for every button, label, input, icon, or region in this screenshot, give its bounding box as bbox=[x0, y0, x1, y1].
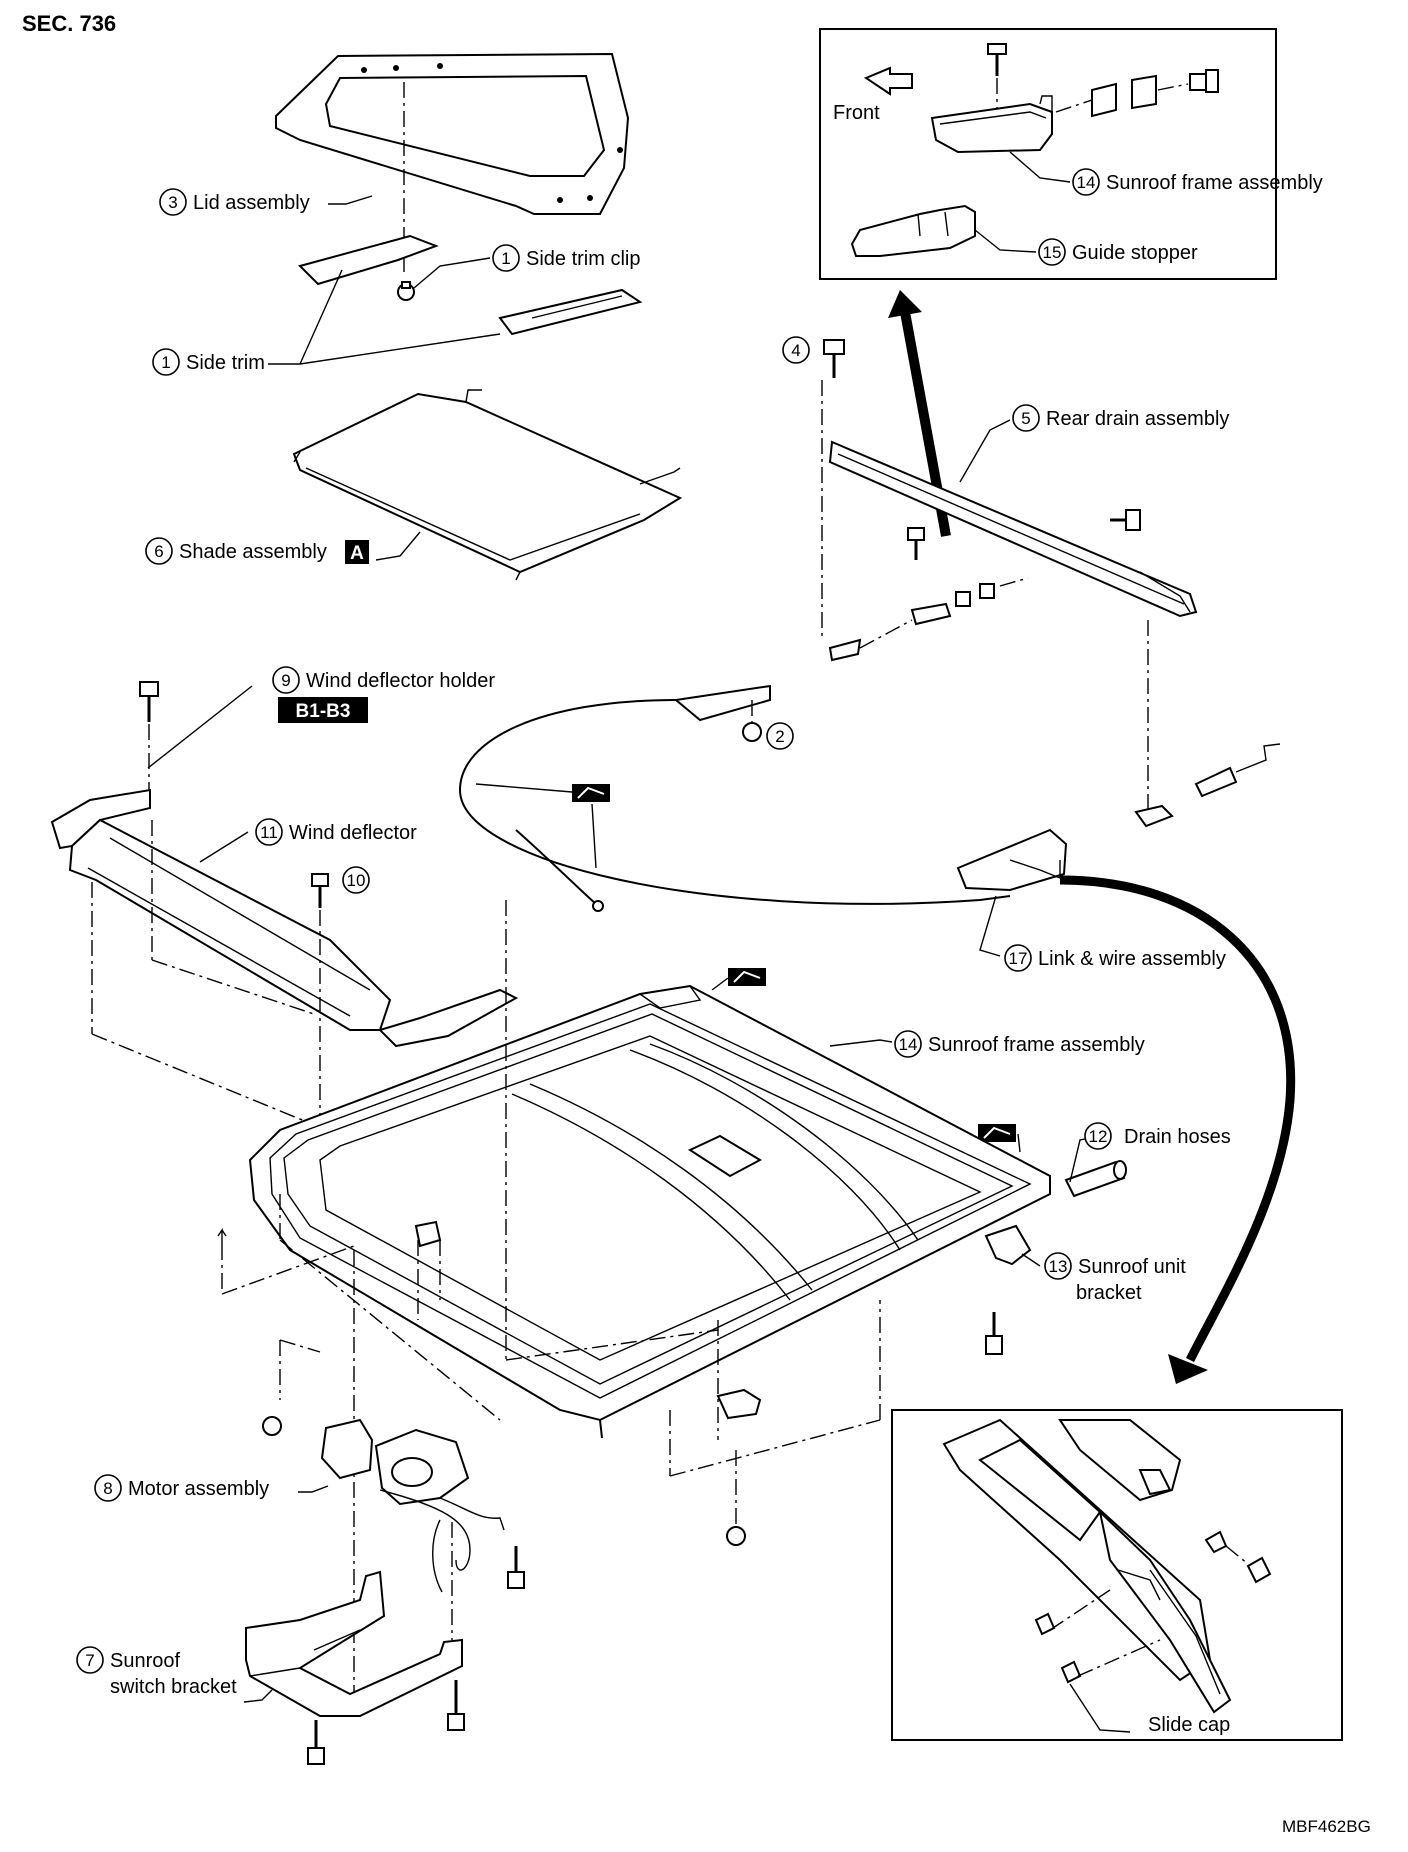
callout-12-number: 12 bbox=[1089, 1127, 1108, 1146]
callout-6-label: Shade assembly bbox=[179, 541, 327, 563]
direction-arrow-icon bbox=[863, 66, 913, 96]
bolt-icon bbox=[507, 1546, 525, 1589]
callout-13-label: Sunroof unit bbox=[1078, 1256, 1186, 1278]
inset-slide-cap: Slide cap bbox=[891, 1409, 1343, 1741]
callout-17-label: Link & wire assembly bbox=[1038, 948, 1226, 970]
side-trim-clip bbox=[397, 281, 415, 301]
callout-8-number: 8 bbox=[103, 1479, 112, 1498]
tag-a-text: A bbox=[350, 543, 364, 564]
grease-icon bbox=[728, 968, 766, 986]
callout-3-label: Lid assembly bbox=[193, 192, 310, 214]
side-trim-right bbox=[498, 288, 643, 336]
nut-icon bbox=[726, 1526, 746, 1546]
bolt-icon bbox=[311, 873, 329, 908]
callout-8-label: Motor assembly bbox=[128, 1478, 269, 1500]
drain-hose bbox=[1064, 1160, 1127, 1198]
callout-1-clip-label: Side trim clip bbox=[526, 248, 640, 270]
nut-icon bbox=[742, 722, 762, 742]
bolt-icon bbox=[307, 1720, 325, 1765]
figure-code: MBF462BG bbox=[1282, 1817, 1371, 1836]
sunroof-switch-bracket bbox=[245, 1570, 463, 1717]
rear-guide-part bbox=[850, 204, 976, 257]
bolt-icon bbox=[907, 527, 925, 560]
bolt-icon bbox=[1189, 69, 1219, 93]
callout-13-label-line2: bracket bbox=[1076, 1282, 1142, 1304]
front-label: Front bbox=[833, 102, 880, 124]
callout-16-number: 15 bbox=[1043, 243, 1062, 262]
nut-icon bbox=[262, 1416, 282, 1436]
callout-16-label: Guide stopper bbox=[1072, 242, 1198, 264]
callout-1-trim-label: Side trim bbox=[186, 352, 265, 374]
callout-6-number: 6 bbox=[154, 542, 163, 561]
grease-icon bbox=[572, 784, 610, 802]
callout-15-number: 14 bbox=[1077, 173, 1096, 192]
callout-4-number: 4 bbox=[791, 341, 800, 360]
link-bracket-left bbox=[673, 684, 771, 722]
bolt-icon bbox=[139, 681, 159, 722]
sunroof-frame-assembly bbox=[248, 984, 1051, 1439]
callout-2-number: 2 bbox=[775, 727, 784, 746]
callout-1-trim-number: 1 bbox=[161, 353, 170, 372]
bolt-icon bbox=[1110, 509, 1141, 531]
rear-drain-assembly bbox=[828, 440, 1198, 618]
callout-14-number: 14 bbox=[899, 1035, 918, 1054]
callout-10-number: 10 bbox=[347, 871, 366, 890]
callout-5-label: Rear drain assembly bbox=[1046, 408, 1229, 430]
callout-9-number: 9 bbox=[281, 671, 290, 690]
callout-3-number: 3 bbox=[168, 193, 177, 212]
callout-7-number: 7 bbox=[85, 1651, 94, 1670]
callout-11-number: 11 bbox=[260, 823, 278, 842]
detail-arrow-top bbox=[888, 290, 922, 318]
callout-17-number: 17 bbox=[1009, 949, 1028, 968]
tag-b1-b3-text: B1-B3 bbox=[296, 701, 351, 722]
callout-13-number: 13 bbox=[1049, 1257, 1068, 1276]
bolt-icon bbox=[985, 1312, 1003, 1355]
tag-a-badge bbox=[345, 540, 369, 564]
side-trim-left bbox=[298, 234, 439, 286]
callout-5-number: 5 bbox=[1021, 409, 1030, 428]
guide-stopper-part bbox=[930, 102, 1053, 154]
shade-assembly bbox=[292, 389, 683, 581]
motor-assembly bbox=[320, 1418, 505, 1593]
callout-14-label: Sunroof frame assembly bbox=[928, 1034, 1145, 1056]
bolt-icon bbox=[823, 339, 845, 378]
sunroof-unit-bracket bbox=[984, 1224, 1032, 1266]
bolt-icon bbox=[447, 1680, 465, 1731]
callout-1-clip-number: 1 bbox=[501, 249, 510, 268]
detail-arrow-bottom bbox=[1168, 1354, 1208, 1384]
callout-7-label: Sunroof bbox=[110, 1650, 180, 1672]
grease-icon bbox=[978, 1124, 1016, 1142]
callout-12-label: Drain hoses bbox=[1124, 1126, 1231, 1148]
callout-11-label: Wind deflector bbox=[289, 822, 417, 844]
callout-9-label: Wind deflector holder bbox=[306, 670, 495, 692]
callout-7-label-line2: switch bracket bbox=[110, 1676, 237, 1698]
tag-b1-b3-badge bbox=[278, 697, 368, 723]
callout-15-label: Sunroof frame assembly bbox=[1106, 172, 1323, 194]
link-wire-slider bbox=[956, 828, 1068, 892]
bolt-icon bbox=[987, 43, 1007, 76]
slide-cap-label: Slide cap bbox=[1148, 1714, 1230, 1736]
wind-deflector bbox=[50, 788, 519, 1048]
lid-assembly bbox=[275, 52, 630, 215]
link-wire-cable bbox=[458, 699, 1011, 905]
inset-guide-stopper: Front 14 Sunroof frame assembly 15 Guide… bbox=[819, 28, 1323, 280]
section-label: SEC. 736 bbox=[22, 11, 116, 36]
